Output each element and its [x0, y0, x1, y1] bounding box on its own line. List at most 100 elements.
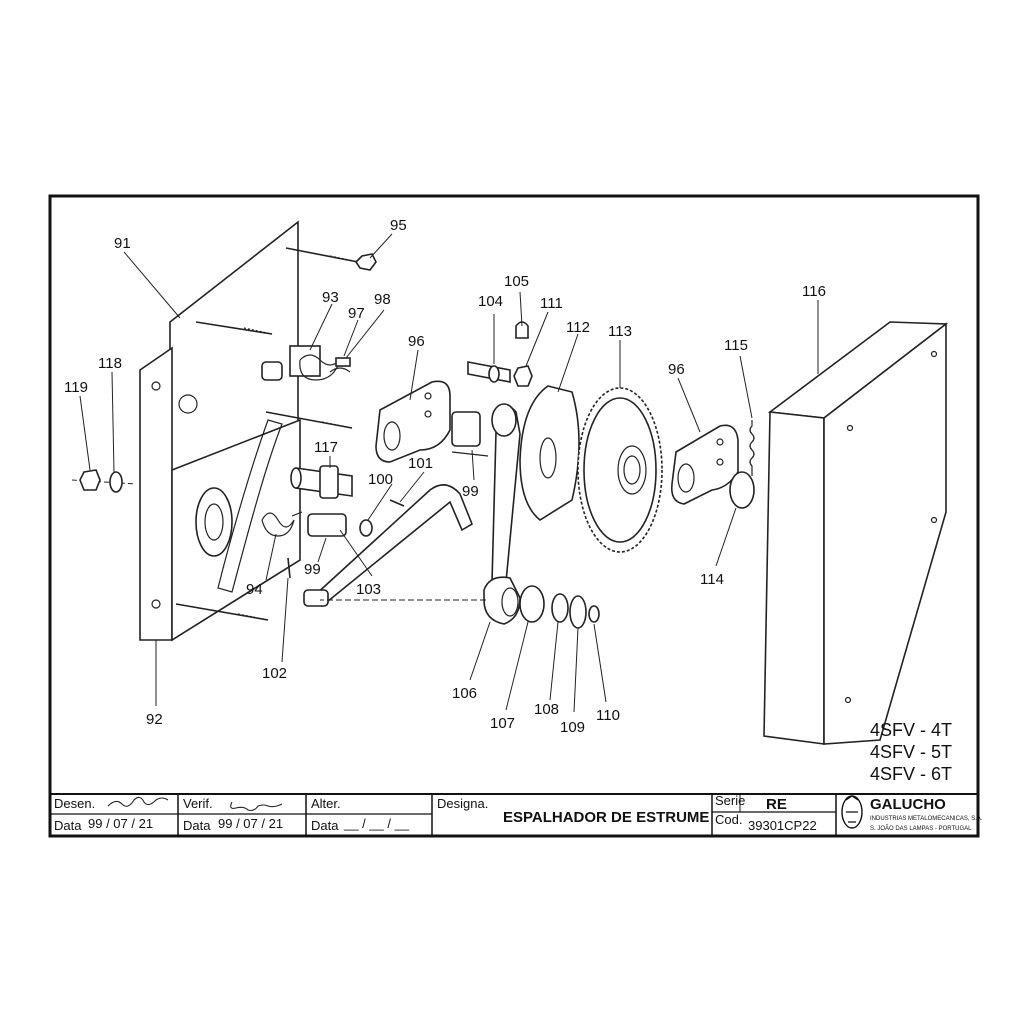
callout-117: 117: [314, 439, 338, 456]
desen-data-label: Data: [54, 818, 82, 833]
part-114-ring: [729, 471, 755, 509]
callout-107: 107: [490, 715, 515, 732]
part-96-left-hole-b: [424, 410, 432, 418]
part-103-sleeve: [303, 589, 329, 607]
part-96-left-slot: [383, 421, 401, 451]
part-92-hole-bottom: [151, 599, 161, 609]
part-99-upper-clamp: [451, 411, 481, 447]
part-107-bushing: [519, 585, 545, 623]
callout-105: 105: [504, 273, 529, 290]
part-110-washer: [588, 605, 600, 623]
company-name: GALUCHO: [870, 796, 946, 813]
serie-label: Serie: [715, 793, 745, 808]
part-106-bore: [501, 587, 519, 617]
part-113-gear: [577, 387, 663, 553]
part-112-cam: [519, 385, 580, 521]
callout-110: 110: [596, 707, 620, 724]
company-subtitle: INDUSTRIAS METALOMECANICAS, S.A.: [870, 816, 983, 822]
part-96-right-hole-b: [716, 458, 724, 466]
callout-113: 113: [608, 323, 632, 340]
callout-114: 114: [700, 571, 724, 588]
callout-119: 119: [64, 379, 88, 396]
callout-104: 104: [478, 293, 503, 310]
part-116-hole-a: [846, 424, 854, 432]
callout-109: 109: [560, 719, 585, 736]
desen-label: Desen.: [54, 796, 95, 811]
part-119-nut: [79, 469, 101, 491]
cod-label: Cod.: [715, 812, 742, 827]
alter-label: Alter.: [311, 796, 341, 811]
part-spacer: [261, 361, 283, 381]
part-103-rod: [312, 484, 473, 608]
model-list: 4SFV - 4T 4SFV - 5T 4SFV - 6T: [870, 720, 952, 784]
leader-lines: [79, 233, 819, 713]
title-block: Desen. Verif. Alter. Designa. Data 99 / …: [50, 793, 983, 836]
part-101-pin: [389, 499, 405, 507]
callout-112: 112: [566, 319, 590, 336]
part-95-nut: [354, 253, 377, 271]
part-96-right-hole-a: [716, 438, 724, 446]
serie-value: RE: [766, 796, 787, 813]
callout-91: 91: [114, 235, 131, 252]
part-92-bearing-inner: [204, 503, 224, 541]
company-logo: [841, 795, 863, 829]
part-97-pin: [329, 367, 351, 373]
part-109-washer: [569, 595, 587, 629]
part-callouts: 91 92 93 94 95 96 96 97 98 99 99 100 101…: [64, 217, 826, 736]
part-94-spring: [261, 511, 303, 537]
callout-97: 97: [348, 305, 365, 322]
part-96-right-plate: [670, 424, 739, 505]
callout-96-left: 96: [408, 333, 425, 350]
part-92-hole-top: [151, 381, 161, 391]
callout-103: 103: [356, 581, 381, 598]
alter-date: __ / __ / __: [343, 816, 410, 831]
verif-date: 99 / 07 / 21: [218, 816, 283, 831]
part-92-frame-side: [139, 346, 173, 641]
callout-98: 98: [374, 291, 391, 308]
callout-92: 92: [146, 711, 163, 728]
part-106-small-end: [491, 403, 517, 437]
model-4t: 4SFV - 4T: [870, 720, 952, 740]
part-93-bracket: [289, 345, 321, 377]
part-100-ring: [359, 519, 373, 537]
designa-label: Designa.: [437, 796, 488, 811]
callout-96-right: 96: [668, 361, 685, 378]
callout-108: 108: [534, 701, 559, 718]
part-96-right-slot: [677, 463, 695, 493]
part-118-washer: [109, 471, 123, 493]
part-104-collar: [488, 365, 500, 383]
company-place: S. JOÃO DAS LAMPAS - PORTUGAL: [870, 825, 972, 832]
drawing-frame: [48, 194, 980, 838]
part-117-shaft-end: [290, 467, 302, 489]
part-111-nut: [513, 365, 533, 387]
part-92-frame-face: [171, 418, 301, 642]
cod-value: 39301CP22: [748, 818, 817, 833]
part-105-nipple: [515, 321, 529, 339]
callout-118: 118: [98, 355, 122, 372]
callout-102: 102: [262, 665, 287, 682]
desen-date: 99 / 07 / 21: [88, 816, 153, 831]
alter-data-label: Data: [311, 818, 339, 833]
callout-115: 115: [724, 337, 748, 354]
part-99-upper-base: [451, 451, 489, 457]
callout-94: 94: [246, 581, 263, 598]
part-116-cover-front: [763, 411, 825, 745]
verif-data-label: Data: [183, 818, 211, 833]
long-bolts: [175, 247, 359, 621]
part-116-hole-d: [844, 696, 852, 704]
part-91-hole: [178, 394, 198, 414]
part-102-pin: [287, 557, 291, 579]
part-116-hole-c: [930, 516, 938, 524]
part-99-lower-clamp: [307, 513, 347, 537]
part-117-collar: [319, 465, 339, 499]
callout-100: 100: [368, 471, 393, 488]
part-116-cover-side: [823, 322, 947, 745]
part-112-bore: [539, 437, 557, 479]
part-108-washer: [551, 593, 569, 623]
part-96-left-plate: [375, 380, 451, 463]
part-116-hole-b: [930, 350, 938, 358]
part-96-left-hole-a: [424, 392, 432, 400]
desen-signature: [107, 796, 169, 807]
callout-93: 93: [322, 289, 339, 306]
